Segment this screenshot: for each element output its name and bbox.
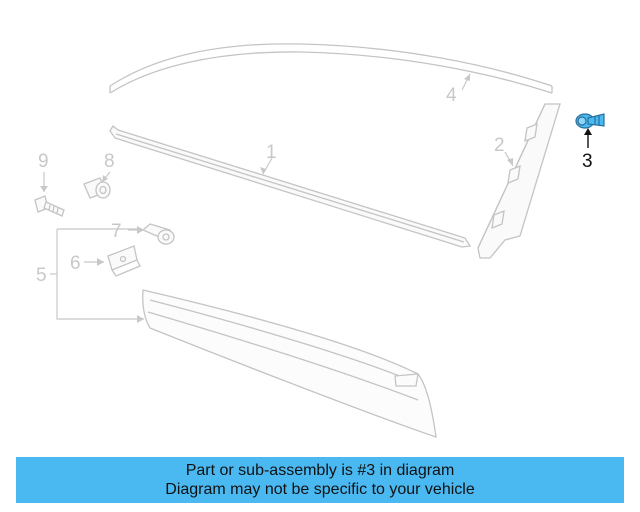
part-3-clip [575,113,605,129]
parts-diagram: 1 2 3 4 5 6 7 8 9 [34,43,605,438]
callout-7: 7 [111,221,122,242]
part-6-nut-clip [107,245,141,277]
callout-1: 1 [266,142,277,163]
callout-3: 3 [582,151,593,172]
part-4-roof-molding [109,43,553,94]
part-5-rocker-molding [142,289,437,438]
part-2-pillar-trim [477,103,561,259]
part-7-push-clip [141,223,175,245]
part-8-grommet [83,177,111,199]
callout-5: 5 [36,265,47,286]
leader-arrowheads [40,74,513,323]
banner-line-1: Part or sub-assembly is #3 in diagram [185,462,455,479]
callout-4: 4 [446,85,457,106]
callout-2: 2 [494,135,505,156]
info-banner: Part or sub-assembly is #3 in diagram Di… [16,457,624,503]
leader-3 [584,128,592,148]
leader-lines [43,73,514,320]
part-9-bolt [34,195,65,217]
banner-line-2: Diagram may not be specific to your vehi… [165,481,475,498]
callout-9: 9 [38,151,49,172]
callout-6: 6 [70,253,81,274]
part-1-belt-molding [109,125,472,248]
callout-8: 8 [104,151,115,172]
